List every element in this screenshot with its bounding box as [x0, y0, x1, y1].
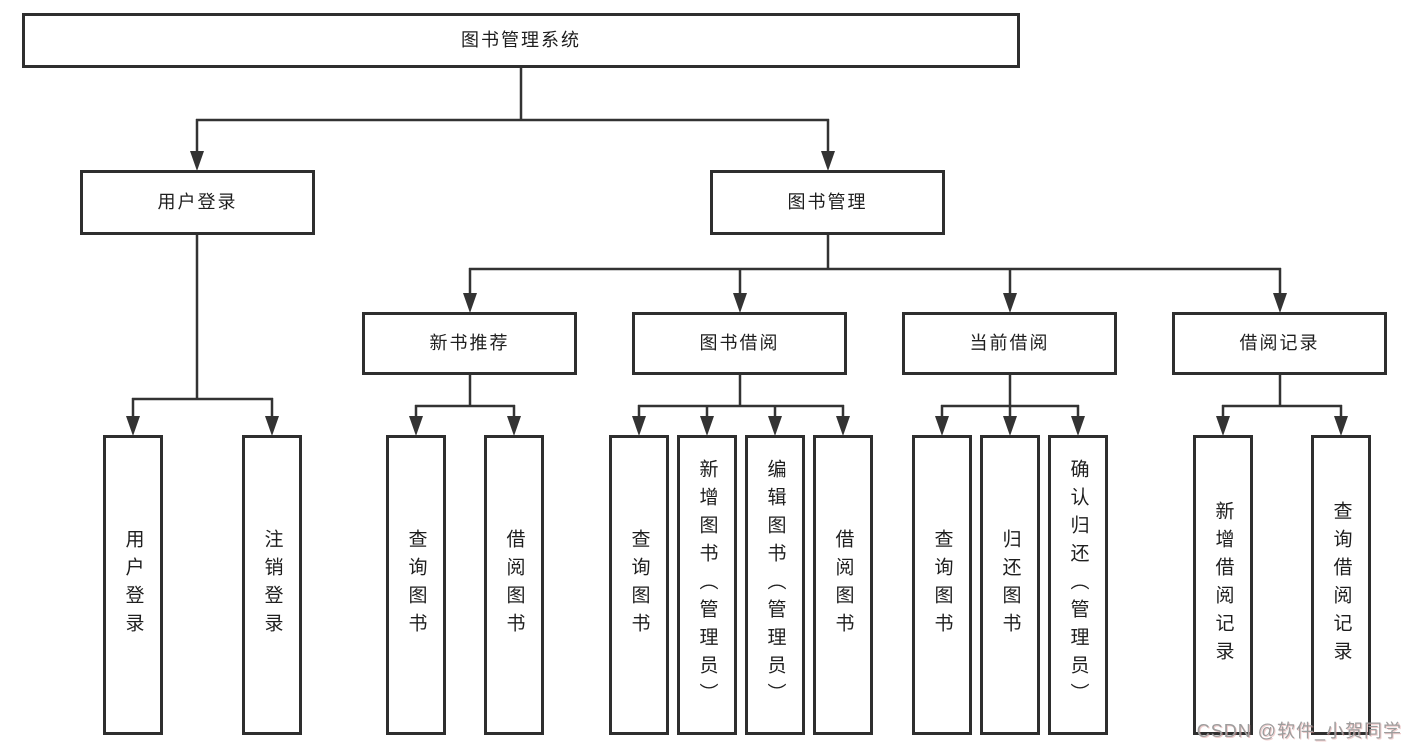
leaf-add-borrow-record: 新增借阅记录	[1193, 435, 1253, 735]
leaf-query-book-1-label: 查询图书	[405, 529, 427, 641]
leaf-add-borrow-record-label: 新增借阅记录	[1212, 501, 1234, 669]
arrowhead-icon	[768, 416, 782, 436]
leaf-confirm-return-admin-label: 确认归还（管理员）	[1067, 459, 1089, 711]
arrowhead-icon	[1003, 293, 1017, 313]
leaf-return-book: 归还图书	[980, 435, 1040, 735]
leaf-edit-book-admin: 编辑图书（管理员）	[745, 435, 805, 735]
connector-newbookrec-to-leaves	[409, 373, 521, 436]
arrowhead-icon	[1216, 416, 1230, 436]
node-book-borrow: 图书借阅	[632, 312, 847, 375]
node-current-borrow-label: 当前借阅	[969, 332, 1050, 353]
leaf-borrow-book-2-label: 借阅图书	[832, 529, 854, 641]
leaf-query-book-3: 查询图书	[912, 435, 972, 735]
arrowhead-icon	[1071, 416, 1085, 436]
node-borrow-record-label: 借阅记录	[1239, 332, 1320, 353]
leaf-query-borrow-record: 查询借阅记录	[1311, 435, 1371, 735]
node-user-login: 用户登录	[80, 170, 315, 235]
leaf-borrow-book-1-label: 借阅图书	[503, 529, 525, 641]
leaf-borrow-book-2: 借阅图书	[813, 435, 873, 735]
leaf-confirm-return-admin: 确认归还（管理员）	[1048, 435, 1108, 735]
connector-bookmgmt-to-level3	[463, 233, 1287, 313]
connector-bookborrow-to-leaves	[632, 373, 850, 436]
leaf-edit-book-admin-label: 编辑图书（管理员）	[764, 459, 786, 711]
leaf-logout: 注销登录	[242, 435, 302, 735]
arrowhead-icon	[409, 416, 423, 436]
leaf-add-book-admin-label: 新增图书（管理员）	[696, 459, 718, 711]
node-root: 图书管理系统	[22, 13, 1020, 68]
arrowhead-icon	[733, 293, 747, 313]
arrowhead-icon	[821, 151, 835, 171]
arrowhead-icon	[190, 151, 204, 171]
leaf-user-login: 用户登录	[103, 435, 163, 735]
node-book-management: 图书管理	[710, 170, 945, 235]
leaf-query-borrow-record-label: 查询借阅记录	[1330, 501, 1352, 669]
arrowhead-icon	[126, 416, 140, 436]
arrowhead-icon	[507, 416, 521, 436]
arrowhead-icon	[463, 293, 477, 313]
arrowhead-icon	[700, 416, 714, 436]
leaf-return-book-label: 归还图书	[999, 529, 1021, 641]
leaf-query-book-2: 查询图书	[609, 435, 669, 735]
arrowhead-icon	[836, 416, 850, 436]
connector-root-to-level2	[190, 66, 835, 171]
node-borrow-record: 借阅记录	[1172, 312, 1387, 375]
node-new-book-recommend: 新书推荐	[362, 312, 577, 375]
arrowhead-icon	[265, 416, 279, 436]
leaf-borrow-book-1: 借阅图书	[484, 435, 544, 735]
connector-userlogin-to-leaves	[126, 233, 279, 436]
node-user-login-label: 用户登录	[157, 191, 238, 212]
arrowhead-icon	[1003, 416, 1017, 436]
arrowhead-icon	[935, 416, 949, 436]
arrowhead-icon	[1334, 416, 1348, 436]
csdn-watermark: CSDN @软件_小贺同学	[1196, 721, 1402, 741]
node-book-management-label: 图书管理	[787, 191, 868, 212]
leaf-query-book-3-label: 查询图书	[931, 529, 953, 641]
leaf-query-book-1: 查询图书	[386, 435, 446, 735]
leaf-user-login-label: 用户登录	[122, 529, 144, 641]
connector-borrowrecord-to-leaves	[1216, 373, 1348, 436]
arrowhead-icon	[1273, 293, 1287, 313]
node-current-borrow: 当前借阅	[902, 312, 1117, 375]
leaf-logout-label: 注销登录	[261, 529, 283, 641]
leaf-add-book-admin: 新增图书（管理员）	[677, 435, 737, 735]
arrowhead-icon	[632, 416, 646, 436]
node-root-label: 图书管理系统	[461, 29, 581, 50]
connector-currentborrow-to-leaves	[935, 373, 1085, 436]
node-new-book-recommend-label: 新书推荐	[429, 332, 510, 353]
node-book-borrow-label: 图书借阅	[699, 332, 780, 353]
leaf-query-book-2-label: 查询图书	[628, 529, 650, 641]
